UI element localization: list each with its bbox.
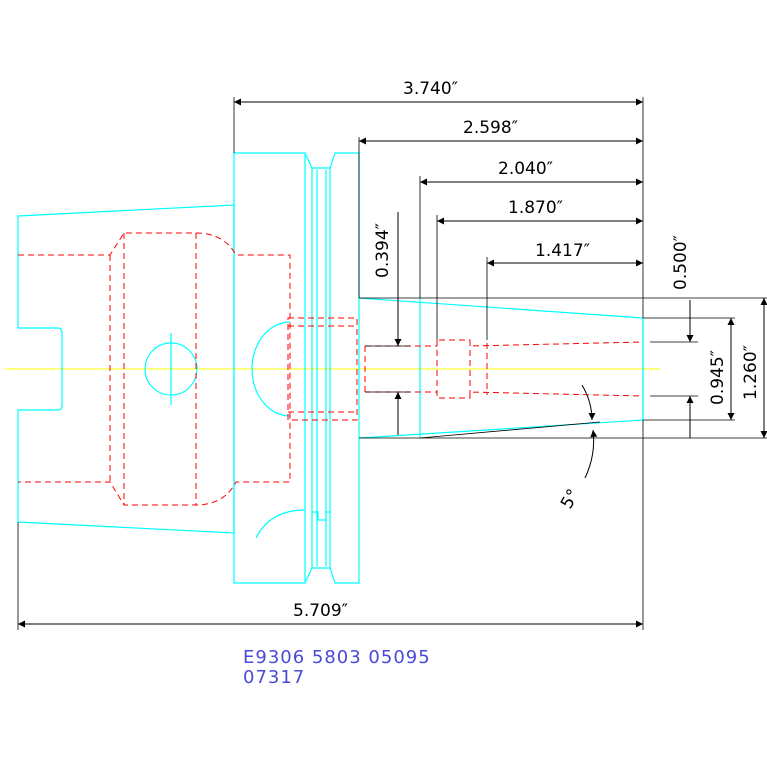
extension-lines — [17, 97, 767, 630]
dim-3740: 3.740″ — [403, 79, 458, 99]
dim-1260: 1.260″ — [741, 345, 761, 400]
dimension-lines — [18, 98, 767, 628]
dim-0500: 0.500″ — [671, 235, 691, 290]
dim-5709: 5.709″ — [293, 601, 348, 621]
dim-2598: 2.598″ — [463, 118, 518, 138]
dim-0394: 0.394″ — [373, 223, 393, 278]
part-code-line-2: 07317 — [243, 667, 306, 688]
part-code-line-1: E9306 5803 05095 — [243, 647, 431, 668]
dim-1417: 1.417″ — [535, 241, 590, 261]
dimension-labels: 3.740″ 2.598″ 2.040″ 1.870″ 1.417″ 5.709… — [293, 79, 761, 621]
dim-0945: 0.945″ — [708, 350, 728, 405]
part-outline — [17, 152, 644, 584]
dim-1870: 1.870″ — [508, 198, 563, 218]
dim-taper-angle: 5° — [557, 486, 584, 513]
part-codes: E9306 5803 05095 07317 — [243, 648, 431, 688]
dim-2040: 2.040″ — [498, 159, 553, 179]
hidden-lines — [18, 232, 644, 506]
